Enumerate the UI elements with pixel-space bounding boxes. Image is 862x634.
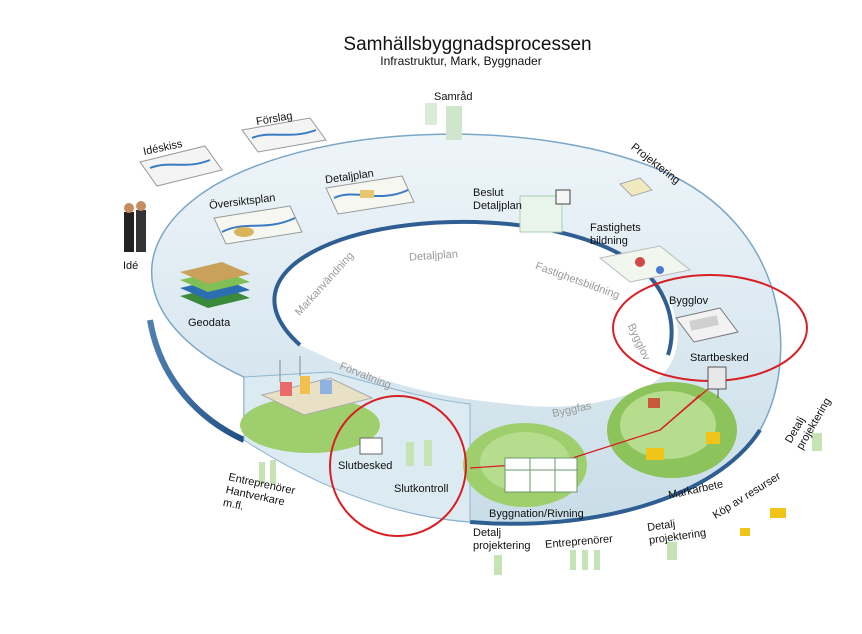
label-slutkontroll: Slutkontroll [394,483,449,495]
green-patch-markarbete-inner [620,391,716,459]
ideskiss-tile [139,145,223,187]
bygglov-document [675,307,739,343]
byggnation-scaffold [504,457,578,493]
label-beslut-line-1: Beslut [473,187,504,199]
startbesked-sign [707,366,727,398]
label-beslut-detaljplan: Beslut Detaljplan [473,187,522,213]
label-detalj-b-line-1: Detalj [473,527,502,539]
label-bygglov: Bygglov [669,295,709,307]
worker-figures [259,433,822,575]
geodata-stack [180,262,250,308]
label-slutbesked: Slutbesked [338,460,393,472]
ring-edge-outer [147,319,246,443]
label-beslut-line-2: Detaljplan [473,200,522,212]
highlight-slutkontroll [329,395,467,537]
connection-line-2 [659,394,701,431]
ring-inner-hole [274,221,678,407]
markarbete-machines [646,398,720,460]
label-geodata: Geodata [188,317,231,329]
beslut-detaljplan-group [519,189,571,233]
fastighetsbildning-map [598,245,692,283]
ring-edge-inner [272,220,674,356]
samrad-figures [425,103,462,140]
oversiktsplan-tile [213,205,303,245]
label-detalj-projektering-bottom: Detalj projektering [473,527,530,553]
green-patch-forvaltning [240,397,380,453]
diagram-subtitle: Infrastruktur, Mark, Byggnader [380,54,542,68]
detaljplan-tile [325,175,415,215]
label-fastighetsbildning: Fastighets bildning [590,222,641,248]
label-fastighets-line-1: Fastighets [590,222,641,234]
label-startbesked: Startbesked [690,352,749,364]
ide-people [124,201,146,252]
slutbesked-document [359,437,383,455]
label-samrad: Samråd [434,91,473,103]
label-byggnation-rivning: Byggnation/Rivning [489,508,584,520]
kop-av-resurser-icons [740,508,786,536]
label-ide: Idé [123,260,139,272]
ring-edge-bottom [469,428,762,526]
projektering-desk [619,177,653,197]
forvaltning-city [260,356,374,416]
diagram-title: Samhällsbyggnadsprocessen [343,34,592,55]
forslag-tile [241,117,327,153]
label-detalj-b-line-2: projektering [473,540,531,552]
label-fastighets-line-2: bildning [590,235,628,247]
